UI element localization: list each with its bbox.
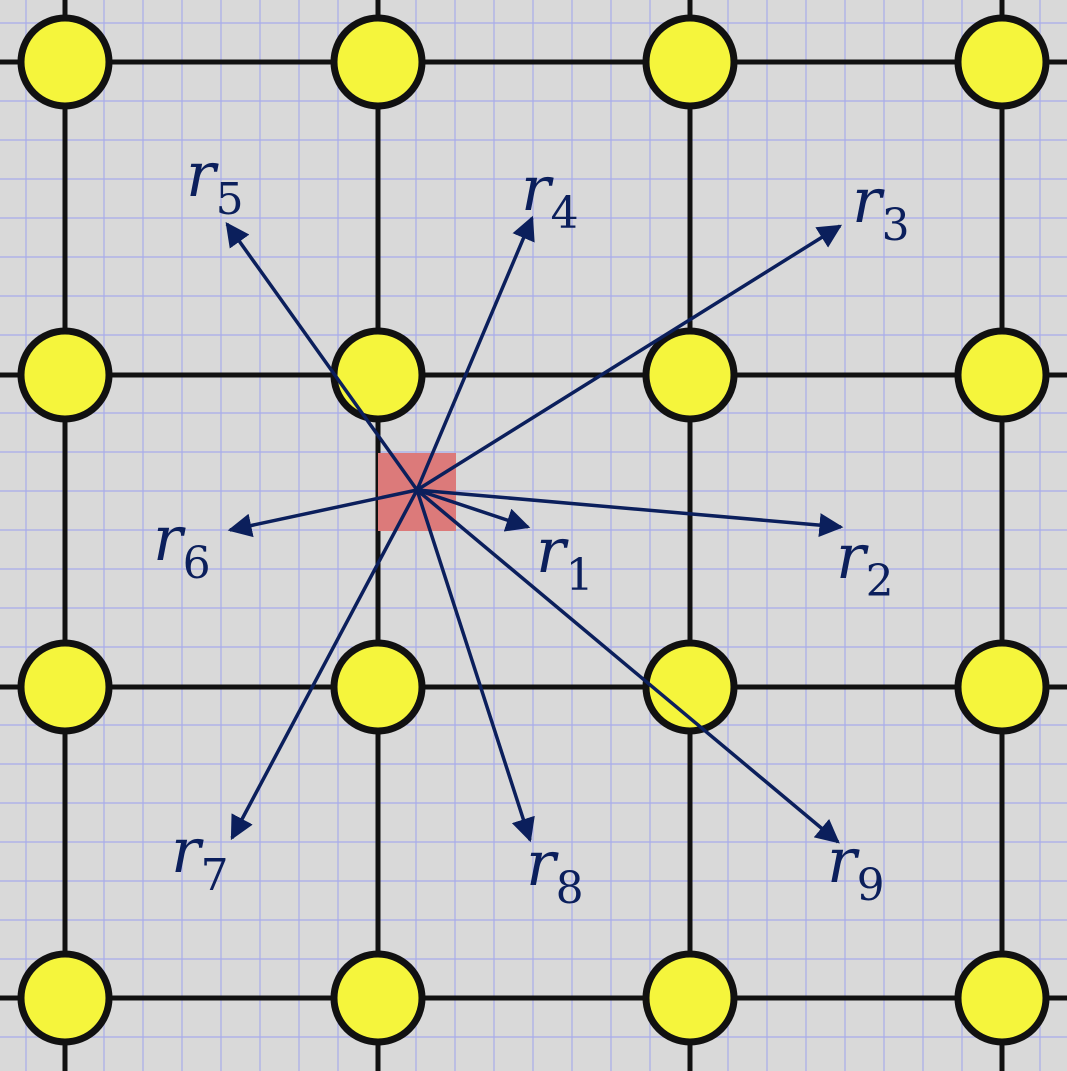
vector-label-r3: r3 (852, 164, 910, 251)
lattice-node (330, 14, 426, 110)
vector-label-r7: r7 (171, 814, 229, 901)
lattice-node (17, 639, 113, 735)
vector-arrow-r7 (230, 489, 419, 841)
lattice-node (330, 327, 426, 423)
vector-arrow-r6 (227, 488, 418, 538)
vector-r2: r2 (416, 488, 894, 607)
vector-label-r8: r8 (526, 827, 584, 914)
vector-arrow-r5 (225, 222, 419, 492)
vector-r1: r1 (416, 488, 594, 601)
lattice-node (642, 950, 738, 1046)
lattice-node (17, 327, 113, 423)
vector-label-r5: r5 (186, 138, 244, 225)
lattice-node (330, 950, 426, 1046)
vector-label-r4: r4 (521, 152, 579, 239)
vector-arrow-r3 (416, 224, 843, 492)
vector-arrow-r4 (415, 215, 535, 491)
vector-r8: r8 (415, 489, 584, 914)
lattice-nodes (17, 14, 1050, 1046)
vector-label-r6: r6 (153, 502, 211, 589)
lattice-node (954, 327, 1050, 423)
vector-r3: r3 (416, 164, 910, 492)
lattice-node (642, 14, 738, 110)
vector-r9: r9 (415, 488, 885, 911)
vector-arrow-r2 (416, 488, 844, 538)
vector-r4: r4 (415, 152, 579, 491)
lattice-node (954, 14, 1050, 110)
lattice-node (642, 327, 738, 423)
vector-arrow-r1 (416, 488, 531, 532)
lattice-node (642, 639, 738, 735)
lattice-node (954, 950, 1050, 1046)
lattice-node (17, 14, 113, 110)
vector-r6: r6 (153, 488, 418, 589)
lattice-node (330, 639, 426, 735)
vector-label-r2: r2 (836, 520, 894, 607)
vector-arrow-r9 (415, 488, 840, 844)
vector-r5: r5 (186, 138, 419, 492)
vector-r7: r7 (171, 489, 419, 901)
vector-label-r9: r9 (827, 824, 885, 911)
lattice-node (954, 639, 1050, 735)
vector-label-r1: r1 (536, 514, 594, 601)
vector-arrow-r8 (415, 489, 535, 843)
displacement-vectors: r1 r2 r3 r4 r5 r6 r7 r8 r9 (153, 138, 910, 914)
lattice-node (17, 950, 113, 1046)
